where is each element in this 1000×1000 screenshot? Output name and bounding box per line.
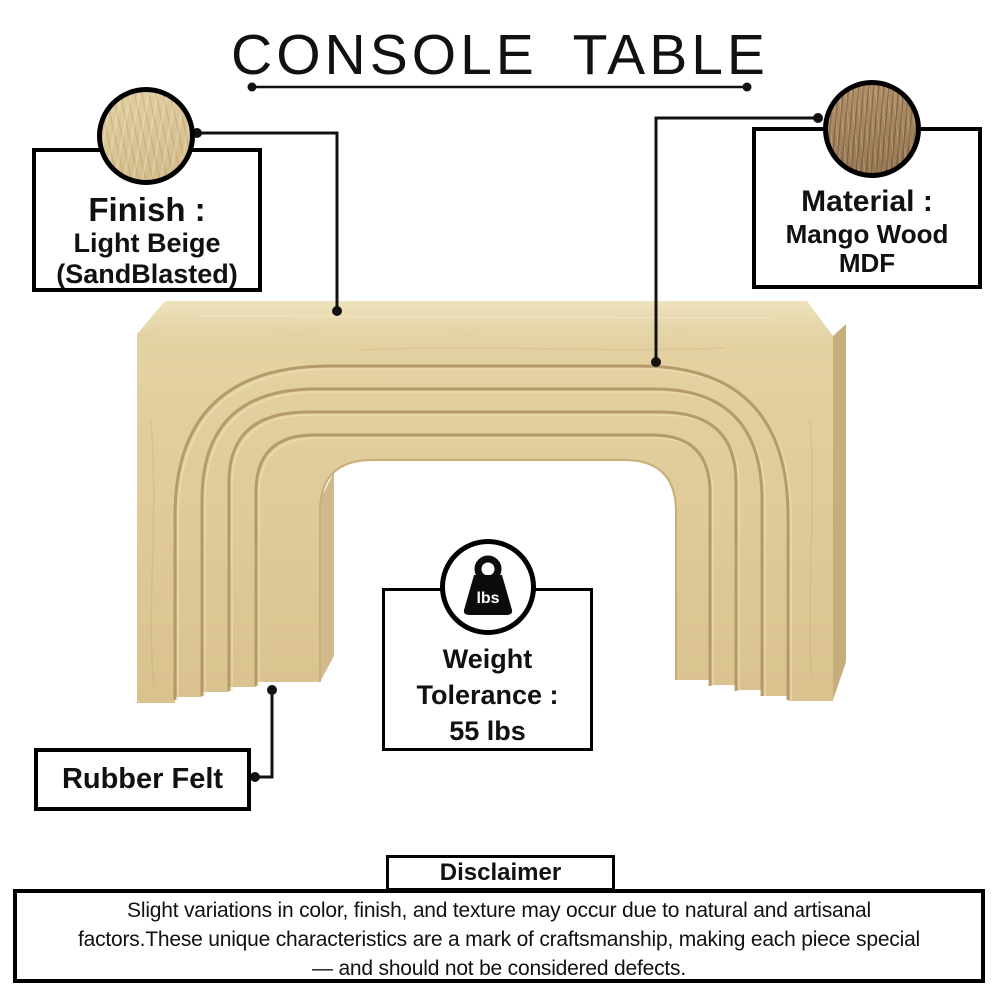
finish-value-2: (SandBlasted) [56, 258, 238, 289]
finish-connector-dot-end [332, 306, 342, 316]
disclaimer-line-1: Slight variations in color, finish, and … [127, 899, 871, 922]
underline-dot-left [247, 82, 257, 92]
table-opening-edge [319, 459, 677, 682]
light-beige-wood-swatch [97, 87, 195, 185]
weight-line-2: Tolerance : [416, 680, 559, 710]
material-heading: Material : [801, 185, 933, 218]
rubber-felt-connector [250, 685, 277, 782]
material-connector-dot-end [651, 357, 661, 367]
material-value-2: MDF [838, 248, 896, 279]
disclaimer-tab: Disclaimer [386, 855, 615, 891]
disclaimer-line-2: factors.These unique characteristics are… [77, 928, 921, 951]
finish-callout-box: Finish : Light Beige (SandBlasted) [32, 148, 262, 292]
table-top-face [137, 301, 833, 336]
rubber-connector-dot-end [250, 772, 260, 782]
lbs-label: lbs [476, 590, 499, 607]
page-title: CONSOLE TABLE [231, 23, 769, 87]
table-side-face [833, 324, 846, 700]
table-groove-highlights [177, 368, 792, 700]
weight-line-3: 55 lbs [449, 716, 526, 746]
table-inner-face [320, 472, 334, 682]
weight-lbs-icon: lbs [463, 555, 513, 615]
material-connector [651, 113, 823, 367]
weight-line-1: Weight [442, 644, 533, 674]
rubber-felt-box: Rubber Felt [34, 748, 251, 811]
title-underline [247, 82, 752, 92]
wood-grain [150, 315, 814, 689]
mango-wood-swatch [823, 80, 921, 178]
material-connector-dot-start [813, 113, 823, 123]
finish-heading: Finish : [88, 191, 206, 228]
finish-value-1: Light Beige [73, 228, 221, 259]
rubber-felt-label: Rubber Felt [61, 763, 224, 795]
disclaimer-heading: Disclaimer [439, 859, 562, 886]
weight-icon-circle: lbs [440, 539, 536, 635]
weight-callout-box: Weight Tolerance : 55 lbs [382, 588, 593, 751]
disclaimer-box: Slight variations in color, finish, and … [13, 889, 985, 983]
table-illustration [137, 301, 846, 703]
disclaimer-line-3: — and should not be considered defects. [312, 957, 686, 980]
underline-dot-right [742, 82, 752, 92]
rubber-connector-dot-start [267, 685, 277, 695]
table-grooves [173, 364, 790, 700]
material-value-1: Mango Wood [785, 218, 949, 249]
table-front-face [137, 334, 833, 703]
